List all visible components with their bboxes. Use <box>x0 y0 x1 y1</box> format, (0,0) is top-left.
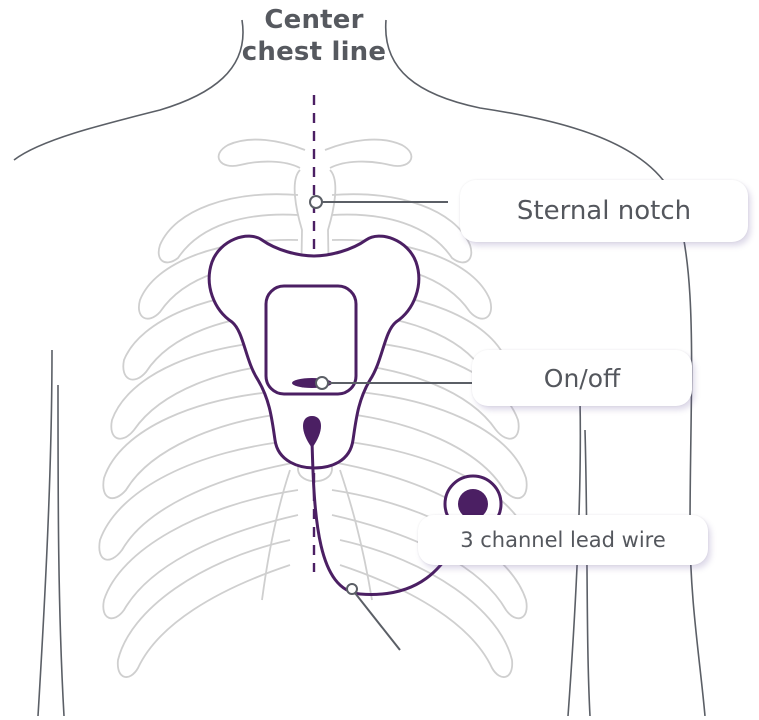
on-off-callout: On/off <box>472 350 692 406</box>
lead-wire-marker <box>347 584 357 594</box>
sternal-notch-callout: Sternal notch <box>460 180 748 242</box>
lead-wire-leader <box>355 593 400 650</box>
lead-wire-callout: 3 channel lead wire <box>418 515 708 565</box>
center-chest-line-label-2: chest line <box>240 36 388 68</box>
center-chest-line-label: Center chest line <box>240 4 388 68</box>
on-off-marker <box>316 377 328 389</box>
sternal-notch-label: Sternal notch <box>517 196 691 226</box>
center-chest-line-label-1: Center <box>240 4 388 36</box>
lead-wire-label: 3 channel lead wire <box>460 528 666 552</box>
sternal-notch-marker <box>310 196 322 208</box>
on-off-label: On/off <box>544 364 620 393</box>
